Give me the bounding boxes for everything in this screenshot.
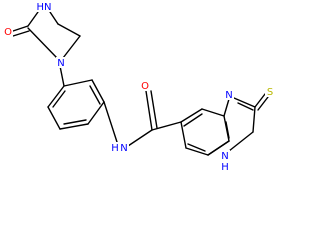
atom-label-n-ring: N xyxy=(57,58,64,69)
bond-line xyxy=(91,79,105,103)
bond-line xyxy=(27,11,39,27)
bond-layer xyxy=(12,11,269,156)
bond-line xyxy=(223,98,230,117)
bond-line xyxy=(252,106,256,133)
atom-nh-amide: H N xyxy=(111,142,129,154)
bond-line xyxy=(185,147,209,156)
bond-line xyxy=(87,101,105,125)
bond-line xyxy=(225,121,230,139)
bond-line xyxy=(63,79,93,87)
atom-s: S xyxy=(265,86,275,98)
bond-line xyxy=(180,121,187,149)
bond-line xyxy=(127,129,153,147)
bond-line xyxy=(47,106,61,130)
bond-line xyxy=(257,96,269,111)
molecule-structure: O HN N H N O N S N H xyxy=(3,1,275,173)
bond-line xyxy=(237,102,254,111)
bond-line xyxy=(52,90,66,108)
atom-o-amide: O xyxy=(140,80,150,92)
atom-nh-ring: HN xyxy=(37,1,53,13)
bond-line xyxy=(89,85,101,105)
bond-line xyxy=(187,143,206,152)
bond-line xyxy=(103,101,118,143)
atom-label-o-urea: O xyxy=(4,27,12,38)
atom-label-h3: H xyxy=(221,162,229,173)
bond-line xyxy=(254,93,266,108)
atom-o-urea: O xyxy=(3,26,13,38)
atom-label-o-amide: O xyxy=(141,81,149,92)
atom-h3: H xyxy=(220,161,230,173)
atom-label-nh-ring: HN xyxy=(37,2,52,13)
atom-label-s: S xyxy=(267,87,273,98)
atom-label-n3: N xyxy=(221,151,228,162)
bond-line xyxy=(233,97,256,108)
atom-n3: N xyxy=(220,150,230,162)
atom-label-n-amide: N xyxy=(120,143,127,154)
bond-line xyxy=(57,23,81,37)
bond-line xyxy=(183,113,203,127)
bond-line xyxy=(59,65,65,87)
bond-line xyxy=(27,27,58,59)
bond-line xyxy=(201,108,225,117)
bond-line xyxy=(12,30,30,37)
bond-line xyxy=(145,90,153,131)
bond-line xyxy=(207,140,230,156)
bond-line xyxy=(59,123,89,130)
atom-n1: N xyxy=(224,89,234,101)
atom-label-h-amide: H xyxy=(111,143,119,154)
bond-line xyxy=(228,131,254,152)
bond-line xyxy=(63,119,87,125)
atom-label-n1: N xyxy=(225,90,232,101)
bond-line xyxy=(47,85,65,108)
bond-line xyxy=(62,35,81,59)
atom-n-ring: N xyxy=(56,57,66,69)
bond-line xyxy=(150,90,158,129)
bond-line xyxy=(49,11,59,25)
bond-line xyxy=(180,108,203,123)
bond-line xyxy=(151,121,182,131)
bond-line xyxy=(12,25,29,32)
